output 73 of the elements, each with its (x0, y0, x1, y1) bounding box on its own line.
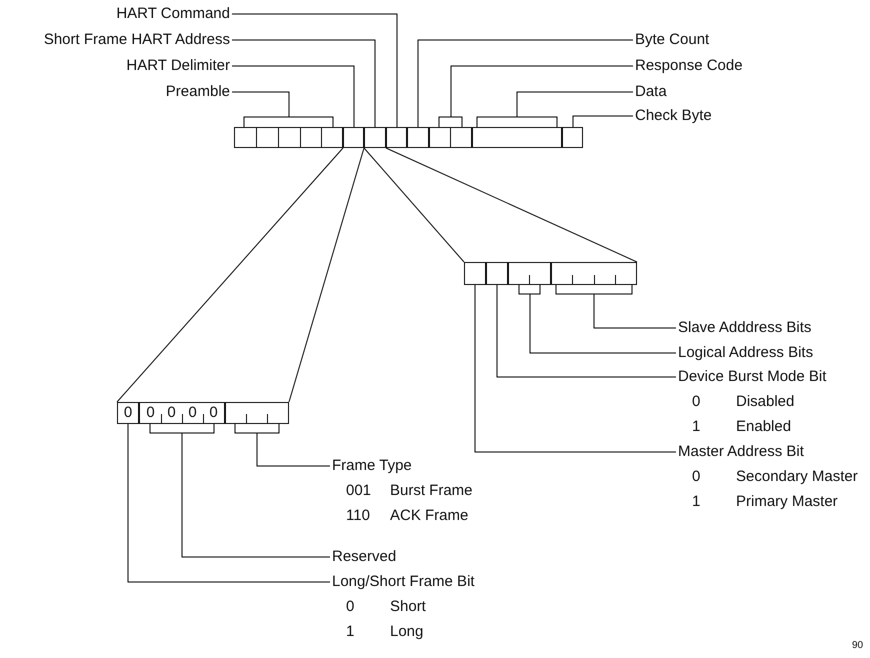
bit-field (508, 262, 551, 285)
bit-value: 0 (692, 467, 702, 487)
value-meaning: Enabled (736, 417, 792, 437)
leader-line (232, 14, 398, 128)
byte-cell (407, 127, 429, 148)
byte-cell (562, 127, 583, 148)
field-label: HART Command (116, 2, 230, 26)
value-meaning: Short (390, 597, 427, 617)
field-label: Preamble (166, 80, 230, 104)
field-label: Short Frame HART Address (44, 28, 230, 52)
leader-line (518, 284, 676, 354)
leader-line (386, 148, 638, 262)
leader-line (150, 424, 330, 558)
field-label: Check Byte (635, 104, 712, 128)
value-meaning: Disabled (736, 392, 796, 412)
bit-value: 1 (346, 622, 356, 642)
field-label: Long/Short Frame Bit (332, 572, 475, 592)
bit-value: 1 (692, 417, 702, 437)
bit-value: 0 (209, 403, 218, 423)
leader-line (232, 40, 376, 128)
value-meaning: Primary Master (736, 492, 839, 512)
bit-value: 0 (692, 392, 702, 412)
bit-cell (486, 262, 508, 285)
leader-line (232, 92, 334, 128)
value-meaning: ACK Frame (390, 506, 470, 526)
bit-value: 110 (346, 506, 371, 526)
bit-field (551, 262, 637, 285)
frame-byte-row (234, 127, 583, 148)
leader-line (476, 92, 634, 128)
leader-line (556, 284, 676, 328)
leader-line (128, 424, 330, 582)
figure-number: 90 (852, 640, 864, 651)
byte-field (234, 127, 343, 148)
byte-cell (386, 127, 407, 148)
leader-line (364, 148, 464, 262)
byte-cell (364, 127, 386, 148)
bit-field (139, 402, 225, 424)
leader-line (474, 284, 676, 452)
bit-cell: 0 (117, 402, 139, 424)
field-label: Device Burst Mode Bit (678, 367, 826, 387)
field-label: Logical Address Bits (678, 341, 814, 365)
field-label: Reserved (332, 545, 396, 569)
bit-field (225, 402, 289, 424)
value-meaning: Secondary Master (736, 467, 858, 487)
field-label: Frame Type (332, 456, 413, 476)
bit-value: 001 (346, 481, 372, 501)
address-byte (464, 262, 637, 285)
value-meaning: Long (390, 622, 424, 642)
leader-line (438, 66, 634, 128)
leader-line (572, 116, 634, 128)
field-label: HART Delimiter (126, 54, 230, 78)
field-label: Byte Count (635, 28, 710, 52)
bit-cell (464, 262, 486, 285)
leader-line (496, 284, 676, 378)
bit-value: 0 (188, 403, 197, 423)
byte-field (429, 127, 472, 148)
byte-cell (343, 127, 364, 148)
leader-line (288, 148, 364, 402)
bit-value: 0 (346, 597, 356, 617)
byte-field (472, 127, 562, 148)
field-label: Slave Adddress Bits (678, 316, 812, 340)
field-label: Data (635, 80, 667, 104)
leader-line (418, 40, 634, 128)
delimiter-byte (117, 402, 289, 424)
leader-line (234, 424, 330, 466)
field-label: Response Code (635, 54, 743, 78)
leader-line (232, 66, 354, 128)
leader-line (116, 148, 344, 402)
bit-value: 1 (692, 492, 702, 512)
bit-value: 0 (146, 403, 155, 423)
bit-value: 0 (167, 403, 176, 423)
field-label: Master Address Bit (678, 442, 805, 462)
value-meaning: Burst Frame (390, 481, 473, 501)
